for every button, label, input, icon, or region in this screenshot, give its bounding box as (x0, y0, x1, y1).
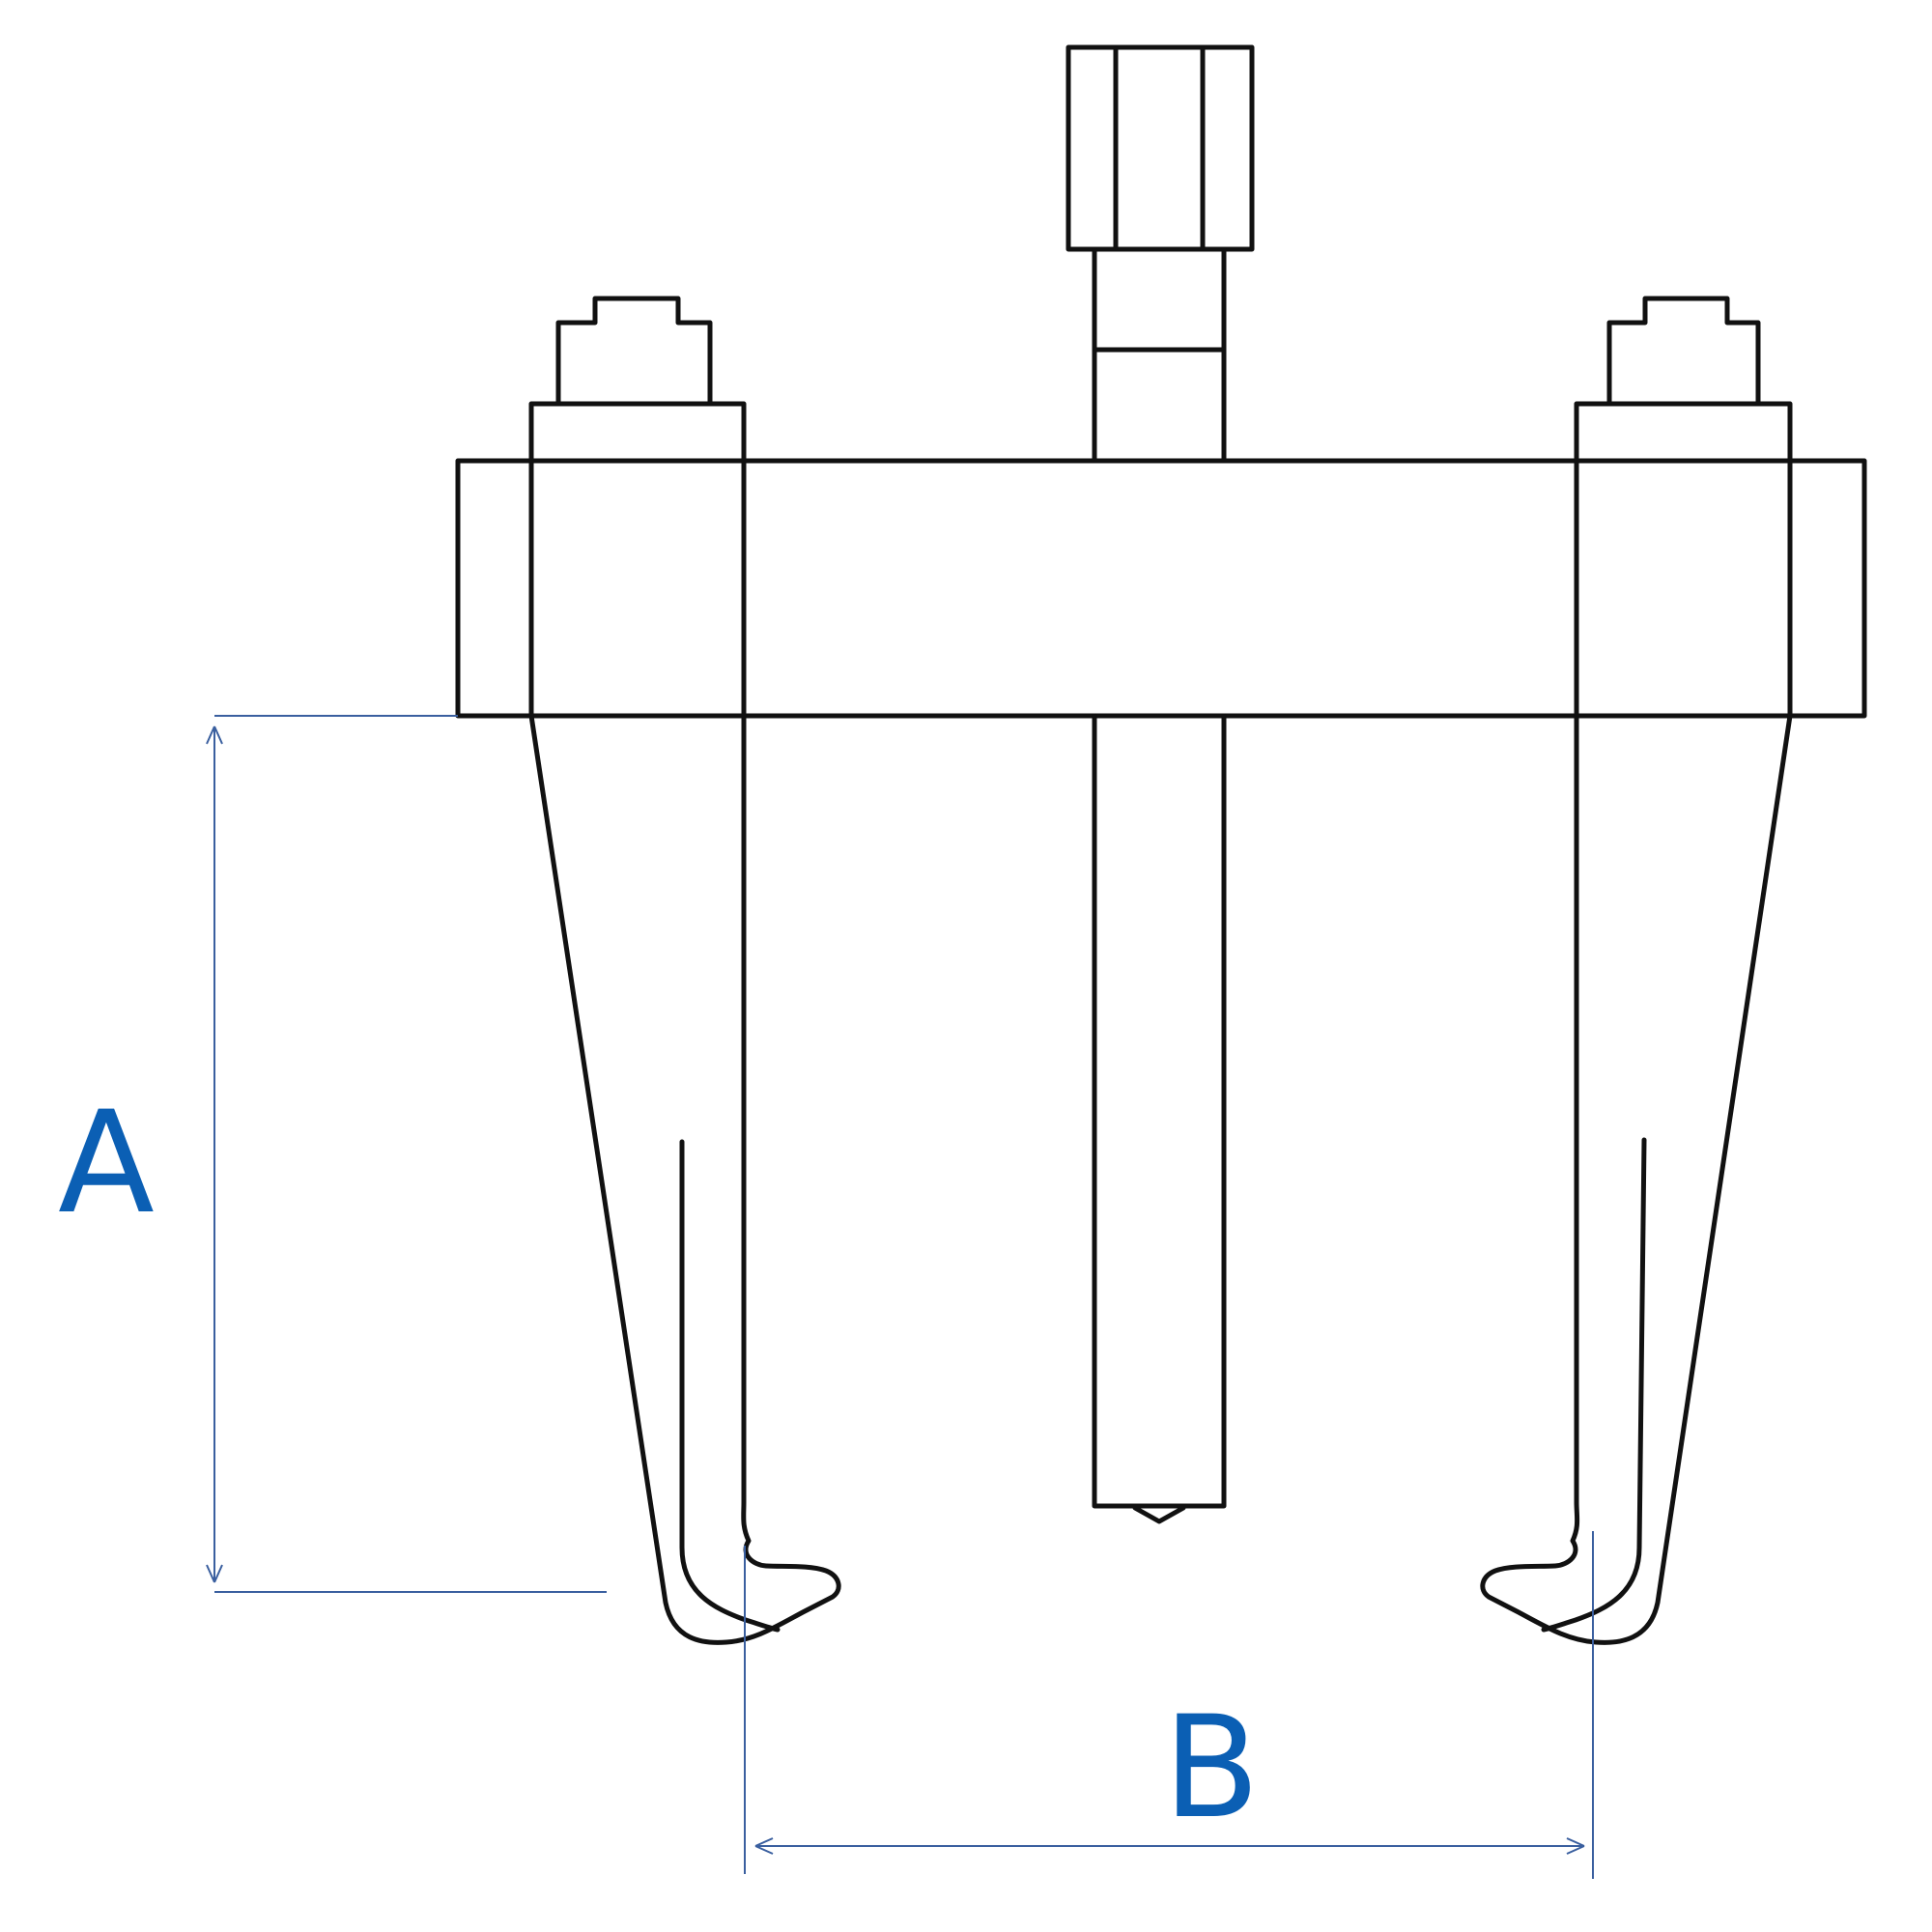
dimension-b-left-arrow (754, 1837, 774, 1855)
left-top-nut (555, 296, 713, 407)
dimension-a-label: A (58, 1081, 155, 1245)
dimension-b-label: B (1163, 1686, 1260, 1850)
right-jaw-pivot-block (1574, 401, 1793, 719)
left-puller-arm (528, 713, 841, 1645)
dimension-b-right-arrow (1566, 1837, 1585, 1855)
dimension-annotations: A B (58, 715, 1594, 1879)
gear-puller-outline (455, 44, 1867, 1645)
center-bolt-lower-shank (1092, 713, 1227, 1524)
right-top-nut (1606, 296, 1761, 407)
dimension-a-top-arrow (206, 725, 223, 745)
left-jaw-pivot-block (528, 401, 747, 719)
center-bolt-upper-shank (1092, 246, 1227, 464)
right-inner-jaw-line (1541, 1137, 1647, 1633)
right-puller-arm (1480, 713, 1793, 1645)
center-bolt-hex-head (1065, 44, 1255, 252)
left-inner-jaw-line (679, 1139, 781, 1633)
dimension-a-bottom-arrow (206, 1564, 223, 1583)
crossbar (455, 458, 1867, 719)
